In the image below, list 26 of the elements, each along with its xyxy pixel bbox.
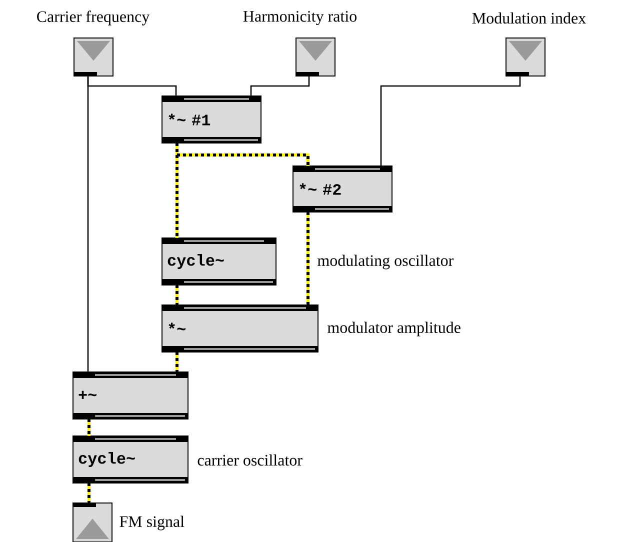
annotation-label: modulator amplitude <box>328 322 460 336</box>
patch-cord <box>88 483 90 503</box>
inlet-box <box>506 38 546 76</box>
patch-cord <box>380 76 521 166</box>
annotation-label: carrier oscillator <box>198 454 302 466</box>
object-box: *~ #2 <box>292 166 392 212</box>
object-box: *~ #1 <box>162 96 262 144</box>
inlet-box <box>296 38 336 76</box>
outlet-box <box>72 502 112 542</box>
patch-cord <box>176 352 178 372</box>
patch-cord <box>87 76 89 372</box>
patch-cord <box>176 285 178 305</box>
inlet-box <box>74 38 114 76</box>
object-box: +~ <box>72 372 188 420</box>
annotation-label: FM signal <box>120 516 184 530</box>
input-label: Carrier frequency <box>37 10 150 26</box>
patch-cord <box>306 212 310 305</box>
patch-cord <box>250 76 310 96</box>
input-label: Harmonicity ratio <box>243 11 356 26</box>
patch-cord <box>176 143 310 166</box>
annotation-label: modulating oscillator <box>318 254 454 270</box>
object-box: cycle~ <box>162 238 276 286</box>
input-label: Modulation index <box>472 12 586 24</box>
patch-cord <box>88 419 90 436</box>
object-box: cycle~ <box>72 436 188 484</box>
object-box: *~ <box>162 304 318 352</box>
